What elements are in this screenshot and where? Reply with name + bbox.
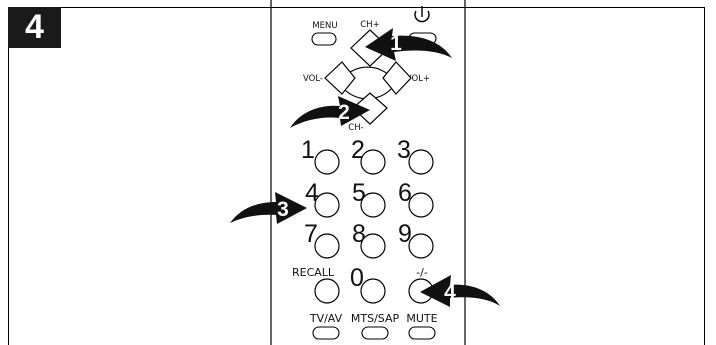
vol-up-label: VOL+ bbox=[406, 74, 430, 84]
vol-up-button[interactable] bbox=[382, 61, 412, 95]
digit-5-button[interactable] bbox=[360, 192, 386, 218]
callout-arrow-4: 4 bbox=[420, 275, 500, 307]
callout-2-number: 2 bbox=[338, 101, 350, 124]
callout-arrow-2: 2 bbox=[290, 96, 370, 128]
power-icon bbox=[414, 6, 430, 23]
recall-label: RECALL bbox=[292, 266, 335, 279]
digit-3-button[interactable] bbox=[408, 149, 434, 175]
mts-sap-label: MTS/SAP bbox=[351, 312, 400, 325]
step-number: 4 bbox=[25, 8, 44, 46]
mute-button[interactable] bbox=[408, 326, 436, 340]
digit-0-button[interactable] bbox=[360, 278, 386, 304]
menu-label: MENU bbox=[312, 21, 337, 31]
callout-1-number: 1 bbox=[390, 32, 402, 55]
callout-3-number: 3 bbox=[277, 198, 289, 221]
ch-down-button[interactable] bbox=[352, 92, 388, 125]
digit-2-label: 2 bbox=[351, 136, 365, 164]
vol-down-button[interactable] bbox=[324, 61, 356, 95]
digit-0-label: 0 bbox=[350, 264, 364, 292]
digit-1-label: 1 bbox=[301, 136, 315, 164]
diagram-frame bbox=[8, 7, 705, 345]
digit-grid: 1 2 3 4 5 6 7 8 9 RECALL 0 -/- bbox=[292, 136, 434, 304]
callout-arrow-1: 1 bbox=[365, 28, 452, 61]
mts-sap-button[interactable] bbox=[361, 326, 389, 340]
digit-6-label: 6 bbox=[398, 179, 412, 207]
mute-label: MUTE bbox=[406, 312, 437, 325]
tv-av-label: TV/AV bbox=[309, 312, 343, 325]
callout-4-number: 4 bbox=[444, 281, 456, 304]
ch-up-label: CH+ bbox=[360, 20, 379, 30]
digit-3-label: 3 bbox=[397, 136, 411, 164]
digit-4-button[interactable] bbox=[314, 192, 340, 218]
callout-arrow-3: 3 bbox=[230, 192, 307, 224]
digit-1-button[interactable] bbox=[314, 149, 340, 175]
digit-2-button[interactable] bbox=[360, 149, 386, 175]
digit-8-button[interactable] bbox=[360, 233, 386, 259]
ch-down-label: CH- bbox=[348, 123, 363, 133]
recall-button[interactable] bbox=[314, 278, 340, 304]
dash-label: -/- bbox=[416, 266, 428, 279]
menu-button[interactable] bbox=[311, 32, 337, 46]
digit-7-label: 7 bbox=[304, 220, 318, 248]
vol-down-label: VOL- bbox=[303, 74, 323, 84]
digit-6-button[interactable] bbox=[408, 192, 434, 218]
digit-9-button[interactable] bbox=[408, 233, 434, 259]
step-number-badge: 4 bbox=[8, 7, 61, 48]
digit-9-label: 9 bbox=[398, 220, 412, 248]
tv-av-button[interactable] bbox=[312, 326, 340, 340]
digit-7-button[interactable] bbox=[314, 233, 340, 259]
